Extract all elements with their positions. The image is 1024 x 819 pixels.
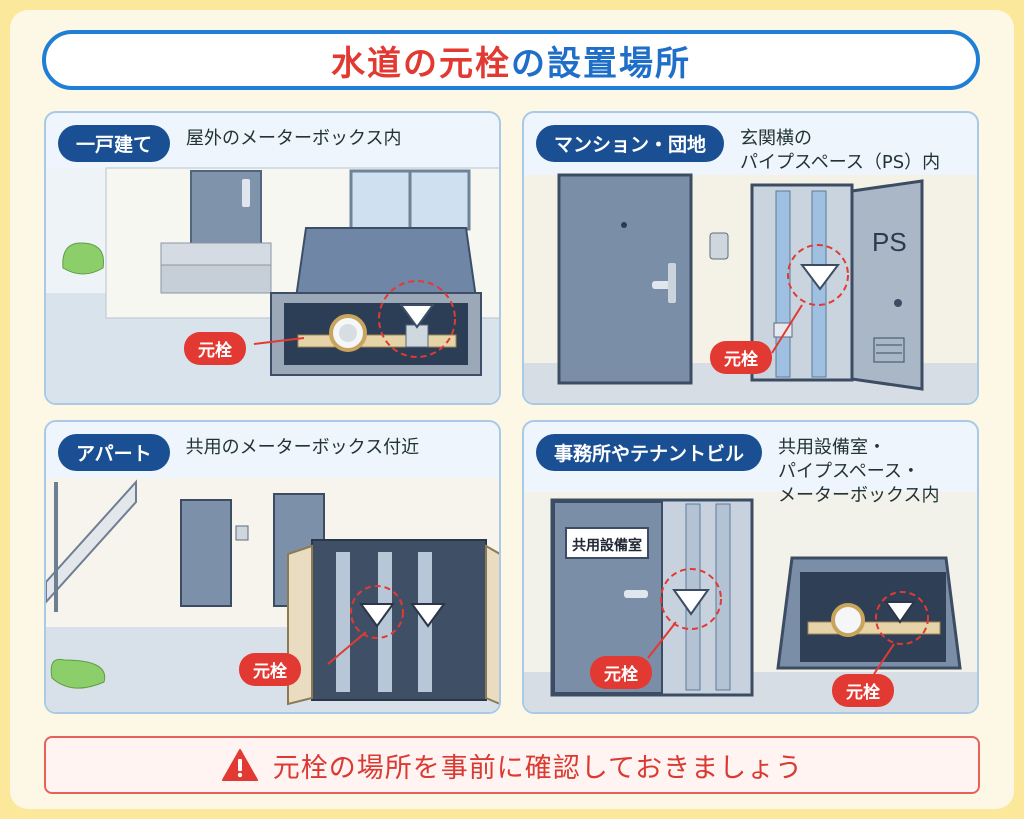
panel-detached-house: 一戸建て 屋外のメーターボックス内 元栓 bbox=[44, 111, 501, 405]
location-description: 玄関横の パイプスペース（PS）内 bbox=[740, 128, 941, 173]
location-description: 共用設備室・ パイプスペース・ メーターボックス内 bbox=[778, 437, 940, 506]
panel-office-building: 共用設備室 事務所やテナントビル 共用設備室・ パイプスペース・ メーターボック… bbox=[522, 420, 979, 714]
valve-label: 元栓 bbox=[239, 653, 301, 686]
ps-door-mark: PS bbox=[872, 227, 907, 257]
category-pill: アパート bbox=[58, 434, 170, 471]
location-description: 屋外のメーターボックス内 bbox=[186, 128, 402, 149]
warning-text: 元栓の場所を事前に確認しておきましょう bbox=[272, 752, 804, 784]
warning-banner: 元栓の場所を事前に確認しておきましょう bbox=[44, 736, 980, 794]
panel-mansion: PS マンション・団地 玄関横の パイプスペース（PS）内 元栓 bbox=[522, 111, 979, 405]
panel-header: アパート 共用のメーターボックス付近 bbox=[58, 434, 419, 471]
valve-label: 元栓 bbox=[590, 656, 652, 689]
title-rest: の設置場所 bbox=[511, 43, 691, 84]
panel-header: 一戸建て 屋外のメーターボックス内 bbox=[58, 125, 401, 162]
panel-header: マンション・団地 玄関横の パイプスペース（PS）内 bbox=[536, 125, 940, 175]
panel-apartment: アパート 共用のメーターボックス付近 元栓 bbox=[44, 420, 501, 714]
valve-label: 元栓 bbox=[832, 674, 894, 707]
category-pill: マンション・団地 bbox=[536, 125, 725, 162]
category-pill: 事務所やテナントビル bbox=[536, 434, 763, 471]
warning-icon bbox=[221, 749, 258, 781]
detached-house-illustration bbox=[46, 167, 499, 403]
valve-label: 元栓 bbox=[184, 332, 246, 365]
page-title: 水道の元栓の設置場所 bbox=[42, 30, 980, 90]
location-description: 共用のメーターボックス付近 bbox=[185, 437, 420, 458]
room-sign: 共用設備室 bbox=[572, 537, 642, 554]
valve-label: 元栓 bbox=[710, 341, 772, 374]
category-pill: 一戸建て bbox=[58, 125, 171, 162]
panel-header: 事務所やテナントビル 共用設備室・ パイプスペース・ メーターボックス内 bbox=[536, 434, 939, 508]
title-highlight: 水道の元栓 bbox=[331, 43, 511, 84]
